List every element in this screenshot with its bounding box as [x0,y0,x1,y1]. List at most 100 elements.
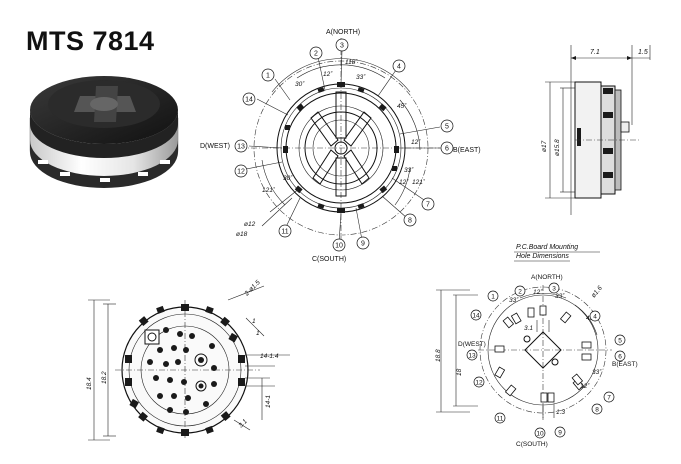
inner-diameter-label: ø12 [244,221,256,228]
position-number: 1 [491,293,495,300]
position-number-circle [470,309,482,321]
position-number: 3 [552,285,556,292]
position-number-circle [466,349,478,361]
pcb-subtitle: Hole Dimensions [516,253,569,260]
product-3d-render [29,76,179,188]
position-number-circle [403,213,417,227]
position-number: 4 [593,313,597,320]
position-number: 5 [445,124,449,131]
position-number: 11 [497,415,504,422]
depth-dimension: 7.1 [590,49,600,56]
height-dimension: 18.4 [86,377,93,390]
angle-label: 12˚ [411,138,421,146]
position-number: 4 [397,64,401,71]
angle-label: 33˚ [404,166,414,174]
angle-label: 30˚ [283,174,293,182]
hole-diameter-label: ø1.6 [590,285,604,300]
position-number-circle [309,46,323,60]
position-number: 7 [607,394,611,401]
angle-label: 12˚ [323,70,333,78]
position-number-circle [261,68,275,82]
angle-label: 118˚ [345,58,358,66]
pin-dimension: 14-1 [265,395,272,408]
pad-width-label: 1.3 [556,409,565,416]
angle-label: 45˚ [397,102,407,110]
hole-dimension: 2-ø1.5 [243,279,262,298]
pcb-height-dimension: 18 [456,368,463,376]
pin-dimension: 14-1.4 [260,353,279,360]
pin-dimension: 3.1 [237,418,249,430]
position-number: 6 [618,353,622,360]
position-number: 8 [595,406,599,413]
position-number-circle [278,224,292,238]
position-number-circle [614,334,626,346]
diameter-17-label: ø17 [541,140,548,152]
position-number: 2 [314,51,318,58]
position-number-circle [591,403,603,415]
position-number-circle [548,282,560,294]
position-number: 13 [237,144,245,151]
position-number: 14 [472,312,480,319]
shaft-dimension: 1.5 [638,49,648,56]
position-number: 13 [468,352,476,359]
position-number-circle [514,285,526,297]
position-number: 1 [266,73,270,80]
position-number-circle [335,38,349,52]
pcb-height-dimension: 18.8 [435,349,442,362]
angle-label: 12˚ [533,288,543,296]
side-view-labels: 7.1 1.5 ø17 ø15.8 [541,49,648,156]
position-number-circle [421,197,435,211]
pcb-layout-drawing [436,251,612,420]
pad-spacing-label: 3.1 [524,325,533,332]
angle-label: 33˚ [555,292,565,300]
pcb-labels: P.C.Board Mounting Hole Dimensions A(NOR… [435,244,638,448]
side-view-drawing [545,45,651,215]
angle-label: 33˚ [592,368,602,376]
south-label: C(SOUTH) [312,256,346,263]
position-number-circle [392,59,406,73]
pin-dimension: 1 [252,318,256,325]
position-number: 5 [618,337,622,344]
position-number: 12 [475,379,483,386]
position-number: 7 [426,202,430,209]
position-number-circle [487,290,499,302]
top-view-drawing [240,38,442,250]
position-number-circle [440,119,454,133]
position-number-circle [473,376,485,388]
position-number-circle [494,412,506,424]
diameter-158-label: ø15.8 [554,139,561,156]
angle-label: 12˚ [399,178,409,186]
position-number-circle [242,92,256,106]
position-number: 10 [335,243,343,250]
north-label: A(NORTH) [531,274,563,281]
west-label: D(WEST) [458,341,486,348]
angle-label: 30˚ [295,80,305,88]
position-number-circle [603,391,615,403]
angle-label: 33˚ [356,73,366,81]
top-view-labels: A(NORTH) C(SOUTH) B(EAST) D(WEST) 30˚ 12… [200,29,481,263]
pin-dimension: 1 [256,330,260,337]
height-dimension: 18.2 [101,371,108,384]
product-title: MTS 7814 [26,26,155,56]
angle-label: 121˚ [412,178,426,186]
angle-label: 121˚ [262,186,276,194]
position-number-circle [234,164,248,178]
position-number-circle [534,427,546,439]
position-number-circle [614,350,626,362]
angle-label: 33˚ [509,296,519,304]
north-label: A(NORTH) [326,29,360,36]
position-number: 3 [340,43,344,50]
position-number-circle [589,310,601,322]
east-label: B(EAST) [612,361,638,368]
position-number: 12 [237,169,245,176]
west-label: D(WEST) [200,143,230,150]
east-label: B(EAST) [453,147,481,154]
position-number: 10 [536,430,544,437]
position-number-circle [440,141,454,155]
position-number: 14 [245,97,253,104]
position-number: 9 [558,429,562,436]
bottom-view-drawing [88,285,290,441]
